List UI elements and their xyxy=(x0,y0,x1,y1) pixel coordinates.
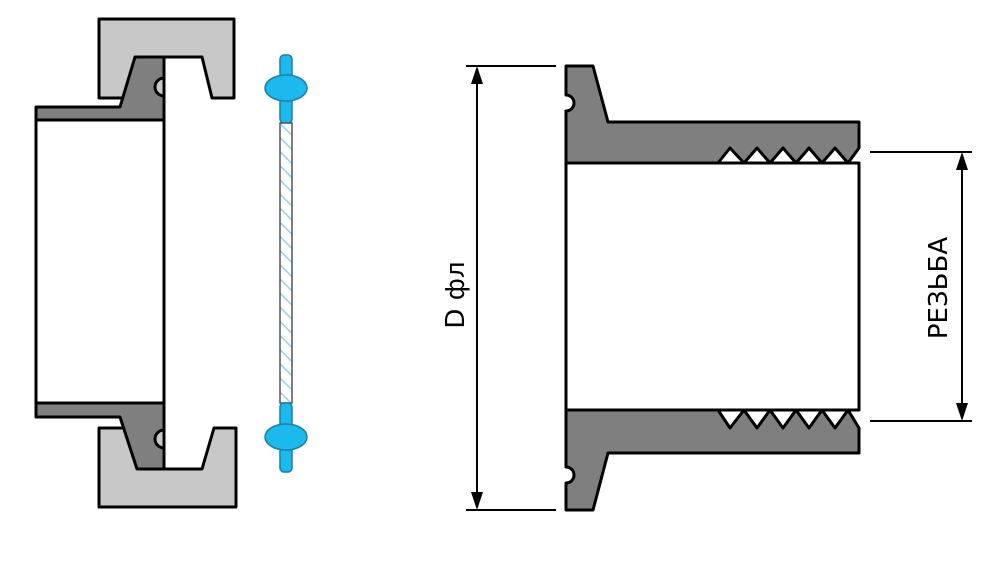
threaded-ferrule-upper xyxy=(564,64,861,165)
gasket xyxy=(264,54,308,473)
lower-clamp xyxy=(97,426,238,509)
threaded-ferrule xyxy=(564,64,861,512)
thread-dimension xyxy=(870,151,972,422)
flange-diameter-label: D фл xyxy=(441,261,471,328)
gasket-bottom-bead xyxy=(264,423,308,451)
upper-clamp xyxy=(97,17,236,100)
ferrule-bore xyxy=(34,118,166,405)
gasket-body xyxy=(279,122,293,404)
clamp-assembly xyxy=(34,17,238,509)
ferrule-lower xyxy=(34,401,166,471)
threaded-ferrule-bore xyxy=(564,161,861,412)
ferrule-upper xyxy=(34,55,166,122)
threaded-ferrule-lower xyxy=(564,408,861,512)
thread-label: РЕЗЬБА xyxy=(924,237,954,339)
gasket-top-bead xyxy=(264,74,308,102)
flange-diameter-dimension xyxy=(466,65,556,511)
